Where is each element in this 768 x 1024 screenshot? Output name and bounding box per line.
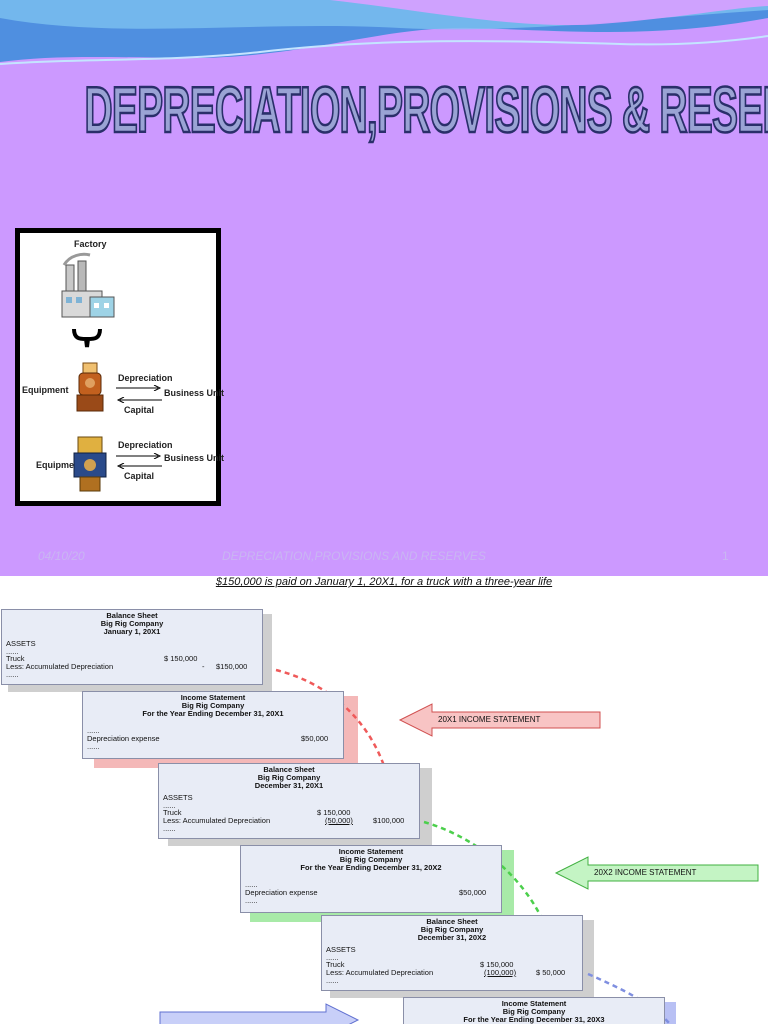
truck-label: Truck (163, 808, 182, 817)
accum-dep-value: - (202, 662, 205, 671)
card-company: Big Rig Company (181, 701, 245, 710)
flow-arrow-blue (587, 972, 671, 1024)
footer-title: DEPRECIATION,PROVISIONS AND RESERVES (222, 549, 486, 563)
card-date: January 1, 20X1 (103, 627, 161, 636)
accum-dep-value: (50,000) (325, 816, 353, 825)
title-slide: DEPRECIATION,PROVISIONS & RESERVES Facto… (0, 0, 768, 576)
card-title: Income Statement (180, 693, 246, 702)
header-wave-decoration (0, 0, 768, 65)
card-title: Balance Sheet (263, 765, 315, 774)
factory-label: Factory (74, 239, 107, 249)
card-company: Big Rig Company (100, 619, 164, 628)
arrow-label-20x2: 20X2 INCOME STATEMENT (594, 868, 697, 877)
net-value: $100,000 (373, 816, 405, 825)
accum-dep-value: (100,000) (484, 968, 517, 977)
ellipsis-line: ...... (6, 647, 19, 656)
assets-heading: ASSETS (163, 793, 193, 802)
truck-value: $ 150,000 (317, 808, 351, 817)
expense-label: Depreciation expense (245, 888, 318, 897)
footer-page-number: 1 (722, 549, 729, 563)
card-title: Income Statement (338, 847, 404, 856)
business-unit-label-1: Business Unit (164, 388, 225, 398)
expense-value: $50,000 (459, 888, 487, 897)
capital-label-2: Capital (124, 471, 155, 481)
ellipsis-line: ...... (326, 976, 339, 985)
arrow-left-icon (116, 463, 162, 469)
engine-icon (73, 436, 107, 492)
net-value: $150,000 (216, 662, 248, 671)
brace-icon (72, 328, 102, 348)
card-period: For the Year Ending December 31, 20X1 (142, 709, 284, 718)
capital-label-1: Capital (124, 405, 155, 415)
truck-value: $ 150,000 (164, 654, 198, 663)
ellipsis-line: ...... (163, 801, 176, 810)
expense-value: $50,000 (301, 734, 329, 743)
truck-label: Truck (326, 960, 345, 969)
truck-label: Truck (6, 654, 25, 663)
balance-sheet-card-dec-20x1: Balance Sheet Big Rig Company December 3… (158, 763, 420, 839)
income-statement-card-20x1: Income Statement Big Rig Company For the… (82, 691, 344, 759)
card-company: Big Rig Company (502, 1007, 566, 1016)
truck-value: $ 150,000 (480, 960, 514, 969)
depreciation-label-2: Depreciation (118, 440, 173, 450)
balance-sheet-card-dec-20x2: Balance Sheet Big Rig Company December 3… (321, 915, 583, 991)
example-heading: $150,000 is paid on January 1, 20X1, for… (215, 576, 553, 588)
ellipsis-line: ...... (245, 880, 258, 889)
balance-sheet-card-jan-20x1: Balance Sheet Big Rig Company January 1,… (1, 609, 263, 685)
ellipsis-line: ...... (87, 726, 100, 735)
arrow-label-20x1: 20X1 INCOME STATEMENT (438, 715, 541, 724)
ellipsis-line: ...... (163, 824, 176, 833)
ellipsis-line: ...... (6, 670, 19, 679)
assets-heading: ASSETS (326, 945, 356, 954)
accum-dep-label: Less: Accumulated Depreciation (326, 968, 434, 977)
assets-heading: ASSETS (6, 639, 36, 648)
arrow-right-icon (116, 453, 162, 459)
arrow-left-icon (398, 703, 601, 737)
footer-date: 04/10/20 (38, 549, 85, 563)
ellipsis-line: ...... (87, 742, 100, 751)
business-unit-label-2: Business Unit (164, 453, 225, 463)
card-title: Balance Sheet (426, 917, 478, 926)
card-date: December 31, 20X1 (254, 781, 324, 790)
arrow-left-icon (554, 856, 759, 890)
arrow-left-icon (116, 397, 162, 403)
equipment-label-1: Equipment (22, 385, 69, 395)
ellipsis-line: ...... (326, 953, 339, 962)
card-company: Big Rig Company (420, 925, 484, 934)
accum-dep-label: Less: Accumulated Depreciation (6, 662, 114, 671)
expense-label: Depreciation expense (87, 734, 160, 743)
depreciation-label-1: Depreciation (118, 373, 173, 383)
card-company: Big Rig Company (257, 773, 321, 782)
card-period: For the Year Ending December 31, 20X2 (300, 863, 442, 872)
card-title: Balance Sheet (106, 611, 158, 620)
equipment-label-2: Equipment (36, 460, 83, 470)
depreciation-diagram: Factory Equipment Depreciation Capital B (15, 228, 225, 506)
depreciation-example-slide: $150,000 is paid on January 1, 20X1, for… (0, 576, 768, 1024)
ellipsis-line: ...... (245, 896, 258, 905)
net-value: $ 50,000 (536, 968, 566, 977)
equipment-icon (76, 362, 104, 412)
factory-icon (61, 252, 115, 318)
slide-title: DEPRECIATION,PROVISIONS & RESERVES (84, 72, 768, 147)
income-statement-card-20x2: Income Statement Big Rig Company For the… (240, 845, 502, 913)
accum-dep-label: Less: Accumulated Depreciation (163, 816, 271, 825)
arrow-right-icon (116, 385, 162, 391)
flow-arrow-green (423, 820, 557, 957)
card-period: For the Year Ending December 31, 20X3 (463, 1015, 605, 1024)
arrow-right-icon (159, 1003, 360, 1024)
card-date: December 31, 20X2 (417, 933, 487, 942)
card-company: Big Rig Company (339, 855, 403, 864)
income-statement-card-20x3: Income Statement Big Rig Company For the… (403, 997, 665, 1024)
card-title: Income Statement (501, 999, 567, 1008)
